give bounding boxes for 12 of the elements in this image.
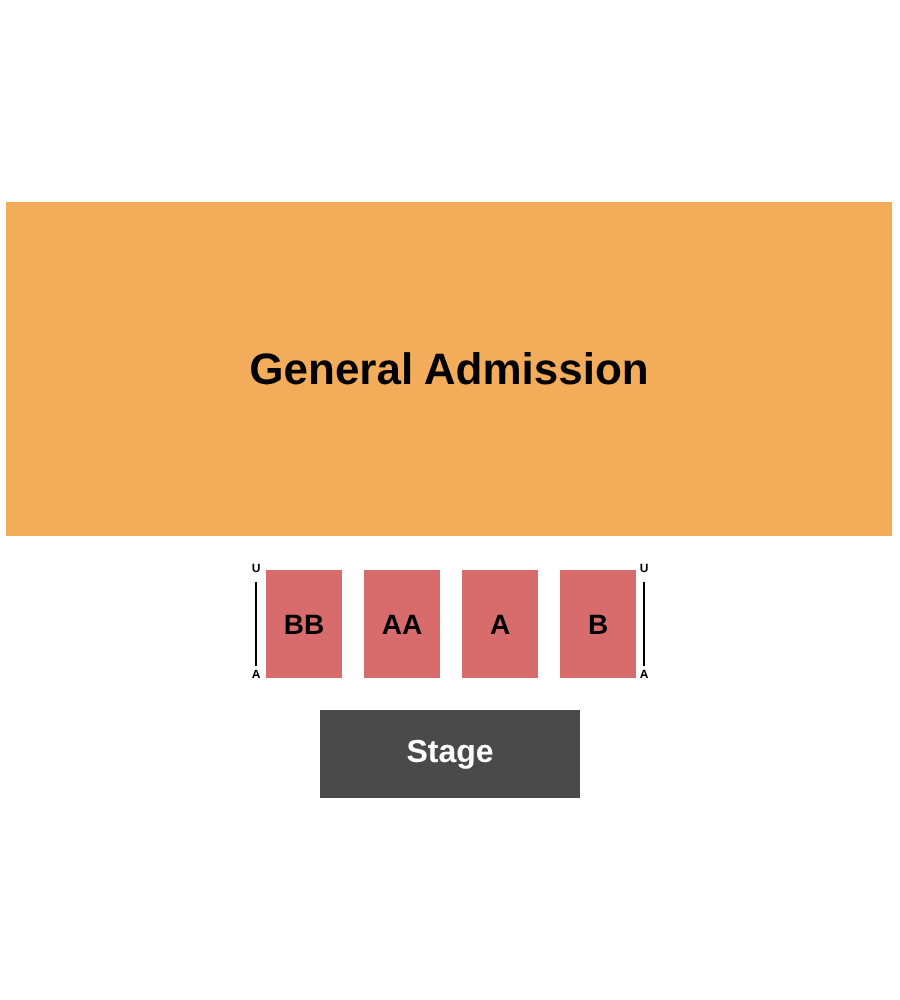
area-label: General Admission [249,343,649,395]
general-admission-area [6,202,892,536]
section-label: A [489,608,511,640]
seating-section [462,570,538,678]
seating-section [364,570,440,678]
stage-label: Stage [406,736,494,772]
section-label: BB [283,608,325,640]
stage [320,710,580,798]
section-label: B [587,608,609,640]
section-label: AA [381,608,423,640]
seating-section [560,570,636,678]
seating-section [266,570,342,678]
